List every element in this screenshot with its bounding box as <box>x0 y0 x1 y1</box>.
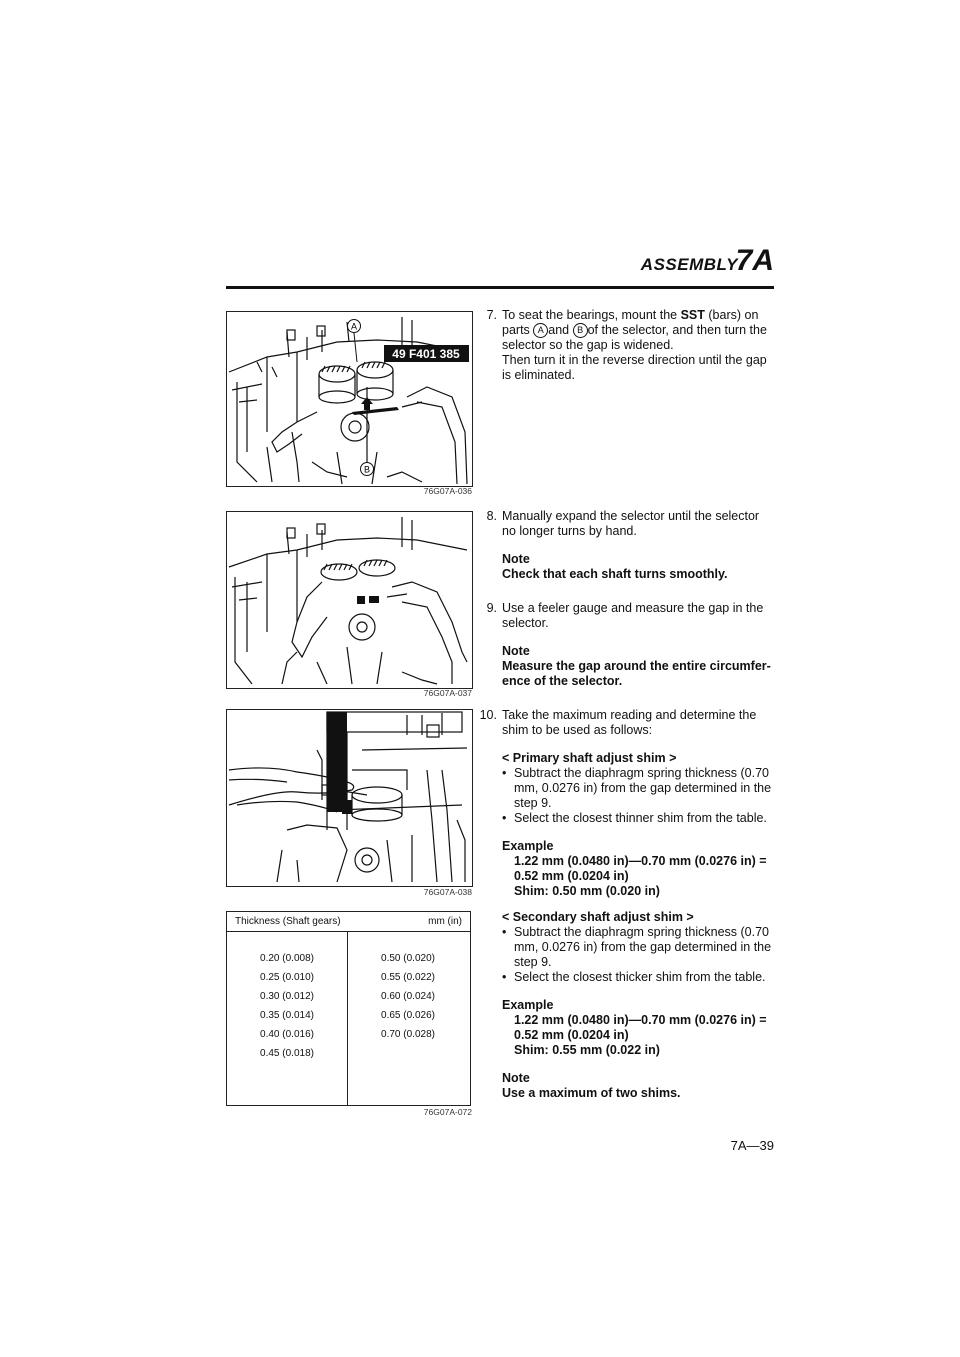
figure-sst-mounting: 49 F401 385 A B <box>226 311 473 487</box>
note-heading: Note <box>502 1071 530 1085</box>
bullet-item: Select the closest thinner shim from the… <box>502 811 772 826</box>
sst-tool-number: 49 F401 385 <box>392 347 460 361</box>
example-heading: Example <box>502 998 554 1012</box>
secondary-shim-section: < Secondary shaft adjust shim > Subtract… <box>477 910 772 1101</box>
step-8: 8. Manually expand the selector until th… <box>477 509 772 582</box>
figure-code: 76G07A-037 <box>423 688 472 698</box>
note-body: Measure the gap around the entire circum… <box>502 659 771 688</box>
table-column-1: 0.20 (0.008) 0.25 (0.010) 0.30 (0.012) 0… <box>227 949 347 1063</box>
figure-code: 76G07A-038 <box>423 887 472 897</box>
table-cell: 0.25 (0.010) <box>260 972 314 983</box>
table-cell: 0.30 (0.012) <box>260 991 314 1002</box>
callout-a-ref: A <box>533 323 549 339</box>
sst-label: SST <box>680 308 705 322</box>
step-7: 7. To seat the bearings, mount the SST (… <box>477 308 772 383</box>
example-result: Shim: 0.50 mm (0.020 in) <box>514 884 660 898</box>
header-rule <box>226 286 774 289</box>
section-title: ASSEMBLY <box>640 255 738 274</box>
figure-code: 76G07A-036 <box>423 486 472 496</box>
step-text: (bars) on parts <box>502 308 759 337</box>
step-text: Then turn it in the reverse direction un… <box>502 353 767 383</box>
table-cell: 0.70 (0.028) <box>381 1029 435 1040</box>
example-line: 0.52 mm (0.0204 in) <box>514 869 629 883</box>
table-cell: 0.40 (0.016) <box>260 1029 314 1040</box>
illustration-feeler-gauge <box>228 711 468 883</box>
table-column-divider <box>347 931 348 1105</box>
example-line: 1.22 mm (0.0480 in)—0.70 mm (0.0276 in) … <box>514 1013 767 1027</box>
page-number: 7A—39 <box>730 1138 774 1153</box>
step-number: 8. <box>486 509 497 523</box>
step-text: Take the maximum reading and determine t… <box>502 708 757 737</box>
example-line: 0.52 mm (0.0204 in) <box>514 1028 629 1042</box>
step-number: 10. <box>479 708 497 722</box>
table-cell: 0.60 (0.024) <box>381 991 435 1002</box>
table-unit: mm (in) <box>428 916 462 927</box>
example-result: Shim: 0.55 mm (0.022 in) <box>514 1043 660 1057</box>
table-cell: 0.20 (0.008) <box>260 953 314 964</box>
table-header: Thickness (Shaft gears) mm (in) <box>227 912 470 932</box>
step-9: 9. Use a feeler gauge and measure the ga… <box>477 601 772 689</box>
step-10: 10. Take the maximum reading and determi… <box>477 708 772 899</box>
step-number: 7. <box>486 308 497 322</box>
step-text: Use a feeler gauge and measure the gap i… <box>502 601 764 630</box>
step-text: Manually expand the selector until the s… <box>502 509 760 538</box>
table-cell: 0.50 (0.020) <box>381 953 435 964</box>
table-column-2: 0.50 (0.020) 0.55 (0.022) 0.60 (0.024) 0… <box>348 949 468 1044</box>
bullet-item: Select the closest thicker shim from the… <box>502 970 772 985</box>
sst-tool-tag <box>384 345 469 362</box>
step-text: of the selector, and then turn the selec… <box>502 323 767 353</box>
callout-a: A <box>351 322 357 332</box>
figure-code: 76G07A-072 <box>423 1107 472 1117</box>
note-body: Check that each shaft turns smoothly. <box>502 567 728 581</box>
step-text: To seat the bearings, mount the <box>502 308 681 322</box>
figure-expand-selector <box>226 511 473 689</box>
note-body: Use a maximum of two shims. <box>502 1086 681 1100</box>
bullet-item: Subtract the diaphragm spring thickness … <box>502 766 772 811</box>
figure-feeler-gauge <box>226 709 473 887</box>
note-heading: Note <box>502 552 530 566</box>
table-cell: 0.65 (0.026) <box>381 1010 435 1021</box>
primary-shim-heading: < Primary shaft adjust shim > <box>502 751 677 765</box>
illustration-hands-expanding-selector <box>228 517 468 685</box>
example-line: 1.22 mm (0.0480 in)—0.70 mm (0.0276 in) … <box>514 854 767 868</box>
table-title: Thickness (Shaft gears) <box>235 916 341 927</box>
shim-thickness-table: Thickness (Shaft gears) mm (in) 0.20 (0.… <box>226 911 471 1106</box>
step-text: and <box>548 323 573 337</box>
illustration-sst-on-selector: 49 F401 385 A B <box>228 317 469 485</box>
step-number: 9. <box>486 601 497 615</box>
table-cell: 0.55 (0.022) <box>381 972 435 983</box>
chapter-number: 7A <box>735 244 774 277</box>
note-heading: Note <box>502 644 530 658</box>
secondary-shim-heading: < Secondary shaft adjust shim > <box>502 910 694 924</box>
table-cell: 0.45 (0.018) <box>260 1048 314 1059</box>
table-cell: 0.35 (0.014) <box>260 1010 314 1021</box>
callout-b: B <box>364 465 370 475</box>
example-heading: Example <box>502 839 554 853</box>
callout-b-ref: B <box>572 323 588 339</box>
bullet-item: Subtract the diaphragm spring thickness … <box>502 925 772 970</box>
